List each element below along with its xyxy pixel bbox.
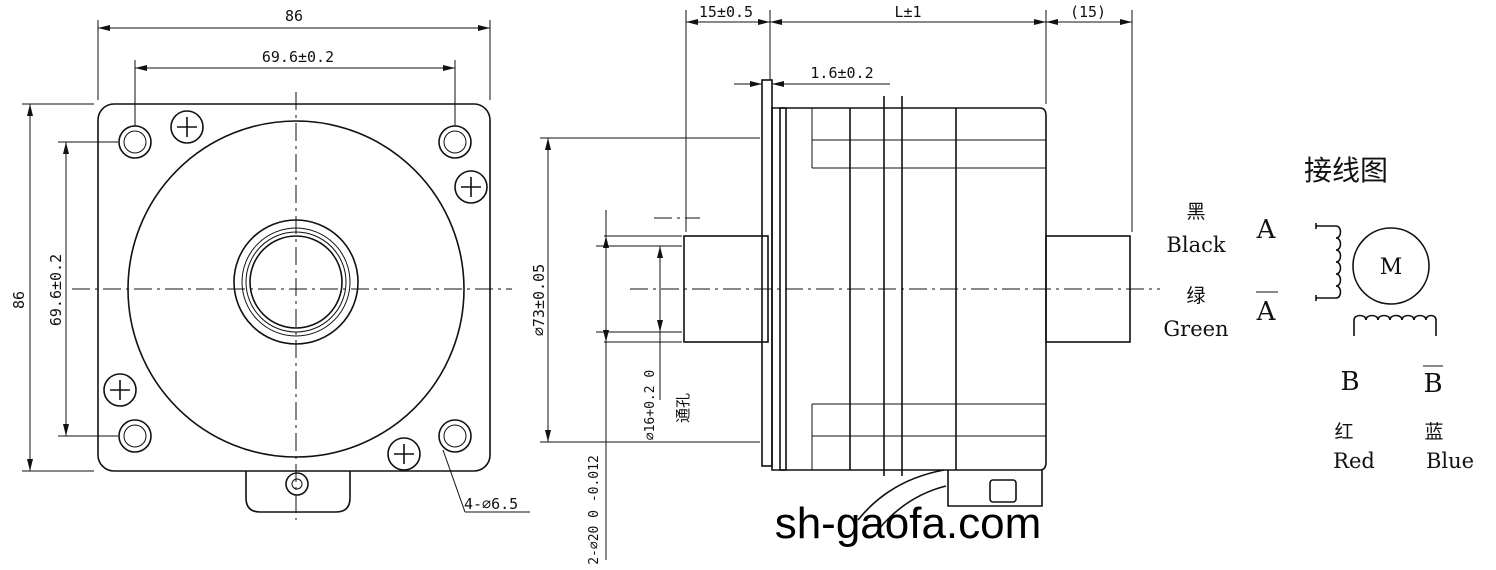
red-cn-label: 红 — [1334, 421, 1353, 443]
front-view: 86 69.6±0.2 86 69.6±0.2 4-⌀6.5 — [10, 7, 530, 520]
dim-holes: 4-⌀6.5 — [464, 495, 518, 513]
dim-width: 86 — [285, 7, 303, 25]
screws — [103, 110, 488, 471]
front-body-outline — [97, 103, 491, 472]
dim-hole-spacing-h: 69.6±0.2 — [262, 48, 334, 66]
dim-front-shaft: 15±0.5 — [699, 3, 753, 21]
dim-height: 86 — [10, 291, 28, 309]
coil-a — [1316, 225, 1342, 299]
wiring-title: 接线图 — [1304, 154, 1388, 187]
blue-en-label: Blue — [1426, 449, 1474, 473]
red-en-label: Red — [1333, 449, 1375, 473]
motor-body — [771, 107, 1047, 471]
phase-b-label: B — [1340, 367, 1359, 397]
motor-symbol — [1352, 227, 1430, 305]
connector-outline — [245, 471, 351, 513]
phase-a-label: A — [1256, 215, 1277, 245]
blue-cn-label: 蓝 — [1424, 421, 1443, 443]
dim-flange: 1.6±0.2 — [810, 64, 873, 82]
coil-b — [1353, 314, 1437, 336]
cable-exit — [947, 470, 1043, 507]
side-view: 15±0.5 L±1 (15) 1.6±0.2 ⌀73±0.05 ⌀16+0.2… — [530, 3, 1160, 565]
dim-hole-spacing-v: 69.6±0.2 — [47, 254, 65, 326]
dim-rear-shaft: (15) — [1070, 3, 1106, 21]
bore-hole — [249, 235, 343, 329]
dim-shaft: 2-⌀20 0 -0.012 — [587, 455, 602, 565]
connector-plug — [285, 472, 309, 496]
dim-bore-note: 通孔 — [674, 393, 692, 423]
black-cn-label: 黑 — [1186, 201, 1205, 223]
black-en-label: Black — [1166, 233, 1225, 257]
dim-length: L±1 — [894, 3, 921, 21]
phase-b-bar-label: B — [1423, 369, 1442, 399]
green-cn-label: 绿 — [1186, 285, 1205, 307]
flange — [761, 79, 773, 467]
wiring-diagram: 接线图 黑 Black 绿 Green A A M B B 红 Red 蓝 Bl… — [1163, 154, 1474, 473]
watermark: sh-gaofa.com — [775, 499, 1042, 548]
dim-pilot: ⌀73±0.05 — [530, 264, 548, 336]
dim-bore: ⌀16+0.2 0 — [643, 370, 658, 440]
motor-label: M — [1380, 255, 1403, 280]
phase-a-bar-label: A — [1256, 297, 1277, 327]
green-en-label: Green — [1163, 317, 1228, 341]
